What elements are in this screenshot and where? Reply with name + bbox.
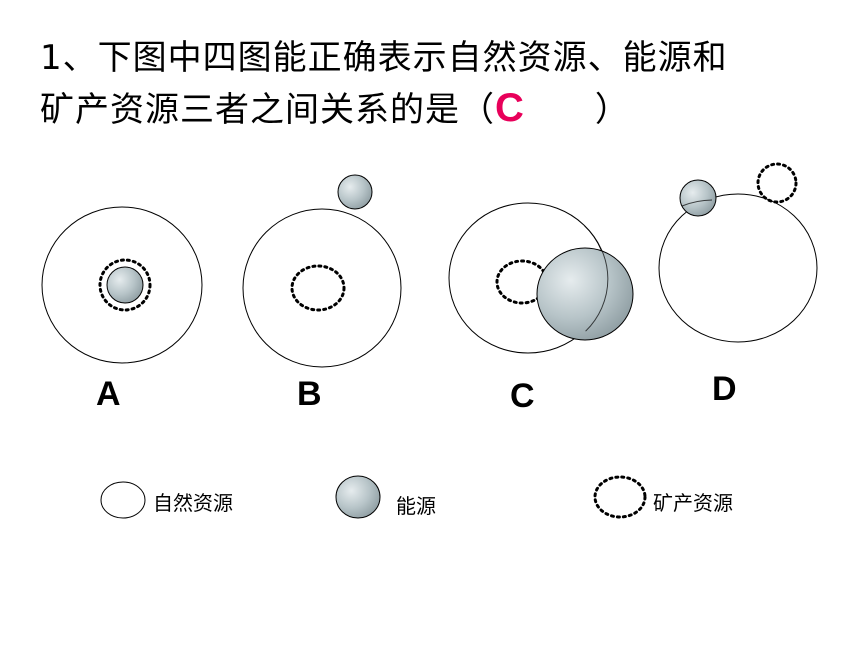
energy-circle [536, 247, 634, 341]
legend-energy-label: 能源 [396, 494, 436, 518]
option-label-c[interactable]: C [510, 377, 535, 415]
legend-mineral-label: 矿产资源 [653, 491, 733, 515]
question-close-paren: ） [594, 90, 630, 130]
option-label-b[interactable]: B [297, 375, 322, 413]
option-d-diagram[interactable] [658, 162, 818, 343]
energy-circle [679, 179, 717, 217]
option-a-diagram[interactable] [41, 206, 203, 364]
option-c-diagram[interactable] [448, 202, 634, 354]
mineral-resource-circle [290, 264, 346, 312]
question-line-2: 矿产资源三者之间关系的是（C ） [40, 82, 630, 131]
answer-text: C [495, 86, 525, 130]
question-line-2-text: 矿产资源三者之间关系的是（ [40, 90, 495, 130]
energy-circle [337, 174, 373, 210]
natural-resource-outline-overlap [584, 225, 609, 332]
natural-resource-outline-overlap [681, 199, 713, 207]
legend-energy-icon [335, 475, 381, 519]
legend-mineral-icon [593, 475, 647, 519]
question-line-1: 1、下图中四图能正确表示自然资源、能源和 [40, 38, 728, 78]
natural-resource-circle [242, 208, 402, 368]
mineral-resource-circle [756, 162, 798, 204]
option-label-a[interactable]: A [96, 375, 121, 413]
option-label-d[interactable]: D [712, 370, 737, 408]
mineral-resource-circle [98, 258, 152, 312]
option-b-diagram[interactable] [242, 174, 402, 368]
natural-resource-circle [658, 193, 818, 343]
legend-natural-icon [100, 481, 146, 519]
legend-natural-label: 自然资源 [153, 491, 233, 515]
energy-circle [106, 266, 144, 304]
